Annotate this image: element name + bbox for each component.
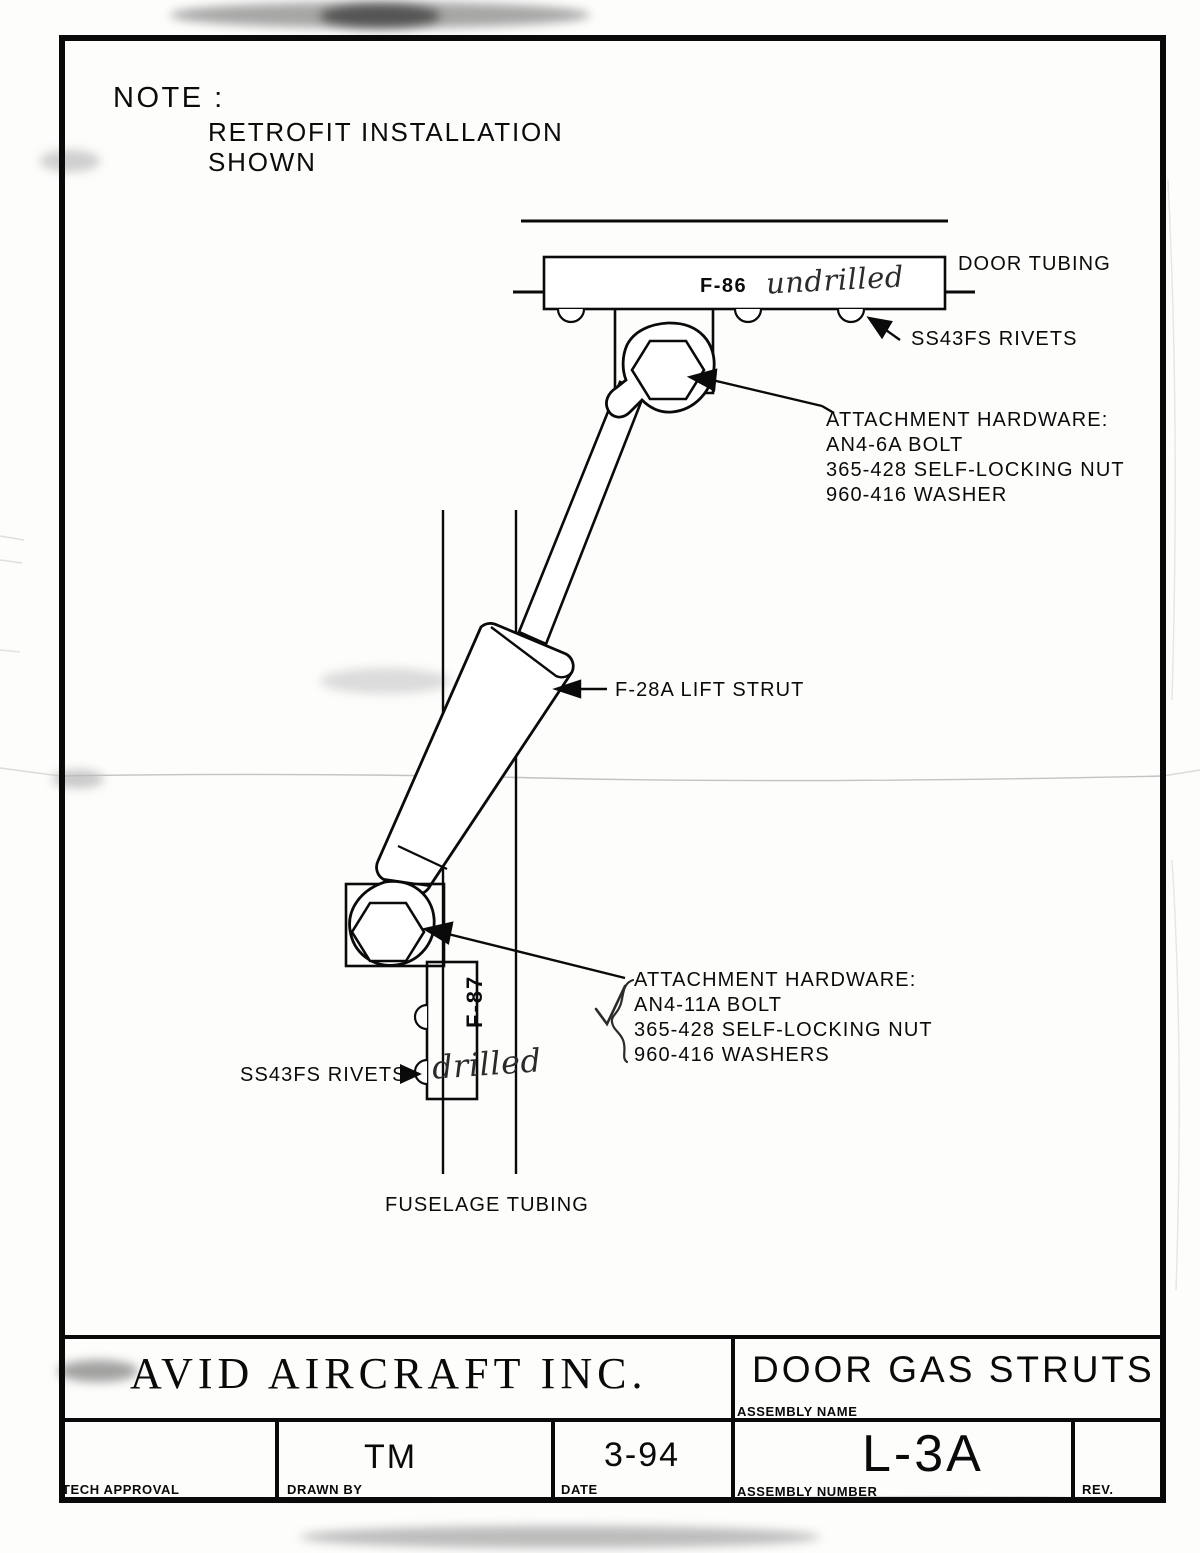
attachment-hardware-top-line-1: AN4-6A BOLT	[826, 434, 964, 456]
attachment-hardware-top-line-2: 365-428 SELF-LOCKING NUT	[826, 459, 1125, 481]
date-field: DATE	[561, 1482, 598, 1497]
ss43fs-rivets-top-label: SS43FS RIVETS	[911, 328, 1078, 350]
attachment-hardware-bottom-line-2: 365-428 SELF-LOCKING NUT	[634, 1019, 933, 1041]
assembly-name-field: ASSEMBLY NAME	[737, 1404, 858, 1419]
attachment-hardware-bottom-title: ATTACHMENT HARDWARE:	[634, 969, 917, 991]
note-heading: NOTE :	[113, 82, 225, 114]
rivet-top-3	[836, 308, 866, 324]
attachment-hardware-bottom-line-3: 960-416 WASHERS	[634, 1044, 830, 1066]
f87-part-label: F-87	[462, 974, 487, 1028]
hand-check-mark	[594, 984, 627, 1027]
date-value[interactable]: 3-94	[604, 1436, 681, 1474]
ss43fs-rivets-bottom-label: SS43FS RIVETS	[240, 1064, 407, 1086]
lift-strut-label: F-28A LIFT STRUT	[615, 679, 805, 701]
f86-part-label: F-86	[700, 275, 748, 297]
assembly-number-value: L-3A	[862, 1425, 984, 1483]
lower-hex-nut	[350, 901, 426, 963]
company-name: AVID AIRCRAFT INC.	[130, 1349, 648, 1398]
drawn-by-field: DRAWN BY	[287, 1482, 363, 1497]
rivet-bottom-1	[413, 1003, 428, 1031]
lower-eye-end	[348, 880, 436, 967]
leader-rivets-top	[866, 316, 901, 341]
attachment-hardware-top-title: ATTACHMENT HARDWARE:	[826, 409, 1109, 431]
attachment-hardware-top-line-3: 960-416 WASHER	[826, 484, 1008, 506]
door-tubing-label: DOOR TUBING	[958, 253, 1111, 275]
fold-creases	[0, 179, 1200, 1504]
upper-hex-nut	[630, 339, 706, 401]
ss43fs-rivets-top-group	[556, 308, 866, 324]
leader-attachment-bottom	[421, 921, 626, 980]
strut-piston-rod	[517, 380, 647, 646]
assembly-name-value: DOOR GAS STRUTS	[752, 1349, 1155, 1390]
leader-rivets-bottom	[400, 1064, 422, 1084]
rivet-top-1	[556, 308, 586, 324]
attachment-hardware-bottom-line-1: AN4-11A BOLT	[634, 994, 783, 1016]
fuselage-tubing-label: FUSELAGE TUBING	[385, 1194, 589, 1216]
rivet-top-2	[733, 308, 763, 324]
leader-lift-strut	[552, 679, 607, 699]
assembly-number-field: ASSEMBLY NUMBER	[737, 1484, 878, 1499]
f87-strap	[425, 960, 479, 1101]
note-line-1: RETROFIT INSTALLATION	[208, 117, 564, 147]
drawn-by-value[interactable]: TM	[364, 1438, 418, 1476]
title-block-frame	[60, 1335, 1165, 1502]
door-tubing-group	[513, 219, 975, 294]
strut-cylinder-body	[375, 622, 575, 897]
note-line-2: SHOWN	[208, 147, 317, 177]
f86-handwritten-note: undrilled	[765, 259, 905, 301]
rev-field: REV.	[1082, 1482, 1114, 1497]
leader-attachment-top	[686, 368, 835, 415]
upper-eye-end	[605, 321, 716, 419]
f87-handwritten-note: drilled	[430, 1041, 543, 1087]
hand-brace-mark	[610, 978, 635, 1064]
tech-approval-field: TECH APPROVAL	[62, 1482, 180, 1497]
